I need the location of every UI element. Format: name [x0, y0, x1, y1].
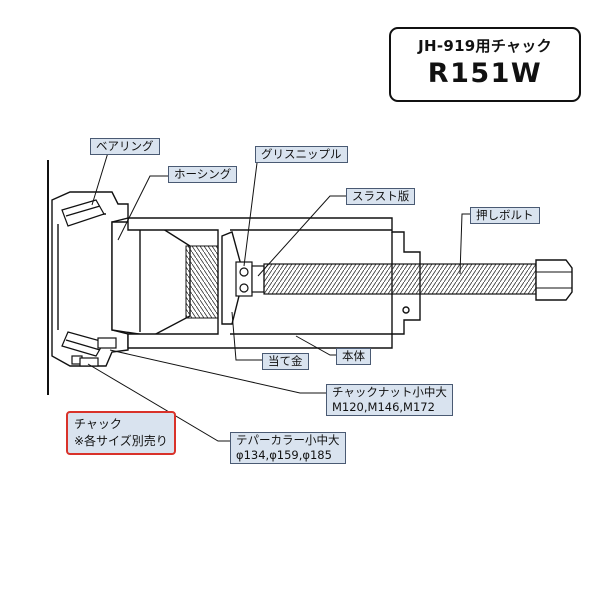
label-push-bolt: 押しボルト — [470, 207, 540, 224]
part-code: R151W — [427, 58, 543, 89]
label-bearing: ベアリング — [90, 138, 160, 155]
ategane-shape — [221, 231, 245, 325]
housing-shape — [111, 221, 191, 337]
label-ategane: 当て金 — [262, 353, 309, 370]
chuck-nut-shape — [79, 337, 117, 367]
label-housing: ホーシング — [168, 166, 238, 183]
label-chuck: チャック ※各サイズ別売り — [66, 411, 176, 455]
push-bolt-shape — [263, 259, 573, 301]
label-chuck-nut: チャックナット小中大 M120,M146,M172 — [326, 384, 453, 416]
title-box: JH-919用チャック R151W — [389, 27, 581, 102]
label-thrust-plate: スラスト版 — [346, 188, 416, 205]
housing-thread — [185, 245, 219, 319]
label-grease-nipple: グリスニップル — [255, 146, 348, 163]
label-taper-collar: テパーカラー小中大 φ134,φ159,φ185 — [230, 432, 346, 464]
model-name: JH-919用チャック — [418, 37, 552, 55]
thrust-plate-shape — [235, 261, 265, 297]
label-body: 本体 — [336, 348, 371, 365]
